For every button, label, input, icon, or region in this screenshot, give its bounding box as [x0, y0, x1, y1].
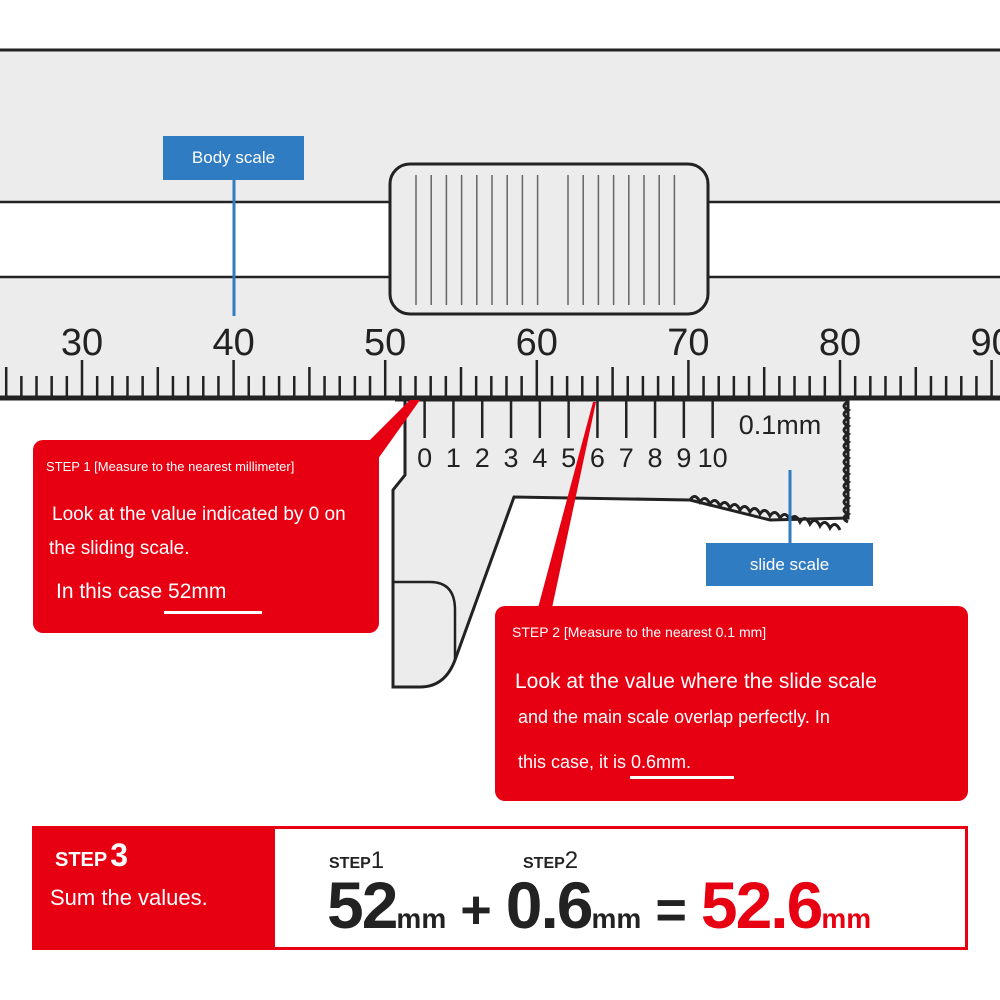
step2-callout: STEP 2 [Measure to the nearest 0.1 mm] L…	[495, 606, 968, 801]
result-unit: mm	[821, 903, 872, 934]
term2-value: 0.6	[505, 868, 594, 942]
term1-unit: mm	[396, 903, 447, 934]
step1-line3: In this case 52mm	[56, 580, 227, 603]
step2-title: STEP 2 [Measure to the nearest 0.1 mm]	[512, 624, 767, 640]
vernier-label: 6	[590, 443, 605, 473]
vernier-label: 8	[648, 443, 663, 473]
term1-caption: STEP1	[329, 847, 384, 875]
vernier-label: 1	[446, 443, 461, 473]
step1-title: STEP 1 [Measure to the nearest millimete…	[46, 459, 295, 474]
step3-heading: STEP3 Sum the values.	[35, 829, 275, 947]
step1-callout: STEP 1 [Measure to the nearest millimete…	[33, 440, 379, 633]
vernier-label: 10	[698, 443, 728, 473]
main-scale-label: 40	[212, 322, 254, 364]
term1-number: 1	[370, 847, 385, 874]
vernier-label: 0	[417, 443, 432, 473]
vernier-label: 2	[475, 443, 490, 473]
result-value: 52.6	[700, 868, 823, 942]
step2-underline	[630, 776, 734, 779]
step2-line2: and the main scale overlap perfectly. In	[518, 707, 830, 727]
resolution-label: 0.1mm	[739, 410, 822, 440]
main-scale-label: 70	[667, 322, 709, 364]
step3-text: Sum the values.	[50, 885, 208, 910]
main-scale-label: 30	[61, 322, 103, 364]
step3-label: STEP	[55, 849, 108, 871]
vernier-label: 7	[619, 443, 634, 473]
step2-line1: Look at the value where the slide scale	[515, 670, 877, 693]
main-scale-label: 60	[516, 322, 558, 364]
vernier-label: 5	[561, 443, 576, 473]
slide-scale-label: slide scale	[706, 543, 873, 586]
equals-sign: =	[655, 880, 687, 940]
term2-number: 2	[564, 847, 579, 874]
step2-line3: this case, it is 0.6mm.	[518, 752, 692, 772]
slider-thumb[interactable]	[388, 162, 710, 316]
body-scale-label: Body scale	[163, 136, 304, 180]
term2-label: STEP	[523, 855, 565, 872]
vernier-label: 3	[504, 443, 519, 473]
vernier-label: 9	[676, 443, 691, 473]
vernier-label: 4	[532, 443, 547, 473]
step3-number: 3	[110, 837, 129, 873]
term1-value: 52	[327, 868, 398, 942]
step2-pointer	[538, 402, 596, 608]
step1-line1: Look at the value indicated by 0 on	[52, 504, 346, 525]
main-scale-label: 80	[819, 322, 861, 364]
term1-label: STEP	[329, 855, 371, 872]
term2-caption: STEP2	[523, 847, 578, 875]
term2-unit: mm	[591, 903, 642, 934]
main-scale-label: 50	[364, 322, 406, 364]
plus-sign: +	[460, 880, 492, 940]
main-scale-label: 90	[970, 322, 1000, 364]
step1-underline	[164, 611, 262, 614]
step1-line2: the sliding scale.	[49, 538, 190, 559]
